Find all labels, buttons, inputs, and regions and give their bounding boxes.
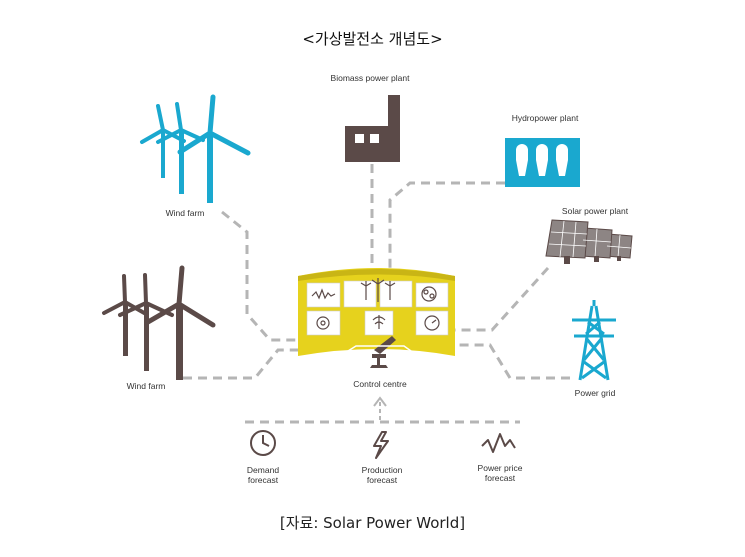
label-production-line2: forecast xyxy=(366,475,398,486)
lightning-icon xyxy=(373,431,389,459)
label-wind-farm-bottom: Wind farm xyxy=(126,381,166,391)
label-hydro: Hydropower plant xyxy=(511,113,579,123)
wind-farm-top-icon xyxy=(140,94,251,203)
label-production-line1: Production xyxy=(361,465,403,475)
label-demand-line2: forecast xyxy=(247,475,279,486)
hydropower-plant-icon xyxy=(505,138,580,187)
label-control-centre: Control centre xyxy=(353,379,407,389)
wind-farm-bottom-icon xyxy=(102,265,216,380)
line-wind-bottom xyxy=(183,348,310,380)
label-grid: Power grid xyxy=(574,388,616,398)
clock-icon xyxy=(250,430,276,456)
label-wind-farm-top: Wind farm xyxy=(165,208,205,218)
label-price-line1: Power price xyxy=(477,463,523,473)
label-demand-line1: Demand xyxy=(246,465,280,475)
line-wind-top xyxy=(221,210,310,342)
label-demand-forecast: Demand forecast xyxy=(228,465,298,485)
label-solar: Solar power plant xyxy=(561,206,629,216)
label-production-forecast: Production forecast xyxy=(345,465,419,485)
label-price-forecast: Power price forecast xyxy=(462,463,538,483)
solar-panels-icon xyxy=(545,219,633,264)
price-graph-icon xyxy=(481,433,516,453)
line-solar xyxy=(450,266,550,332)
power-pylon-icon xyxy=(572,300,616,381)
page-title: <가상발전소 개념도> xyxy=(302,30,443,48)
control-centre-icon xyxy=(298,268,455,368)
biomass-plant-icon xyxy=(345,95,400,162)
line-grid xyxy=(450,343,570,380)
source-caption: [자료: Solar Power World] xyxy=(279,514,466,532)
label-biomass: Biomass power plant xyxy=(330,73,410,83)
connector-lines xyxy=(183,164,570,424)
label-price-line2: forecast xyxy=(484,473,516,484)
line-hydro xyxy=(388,181,505,268)
